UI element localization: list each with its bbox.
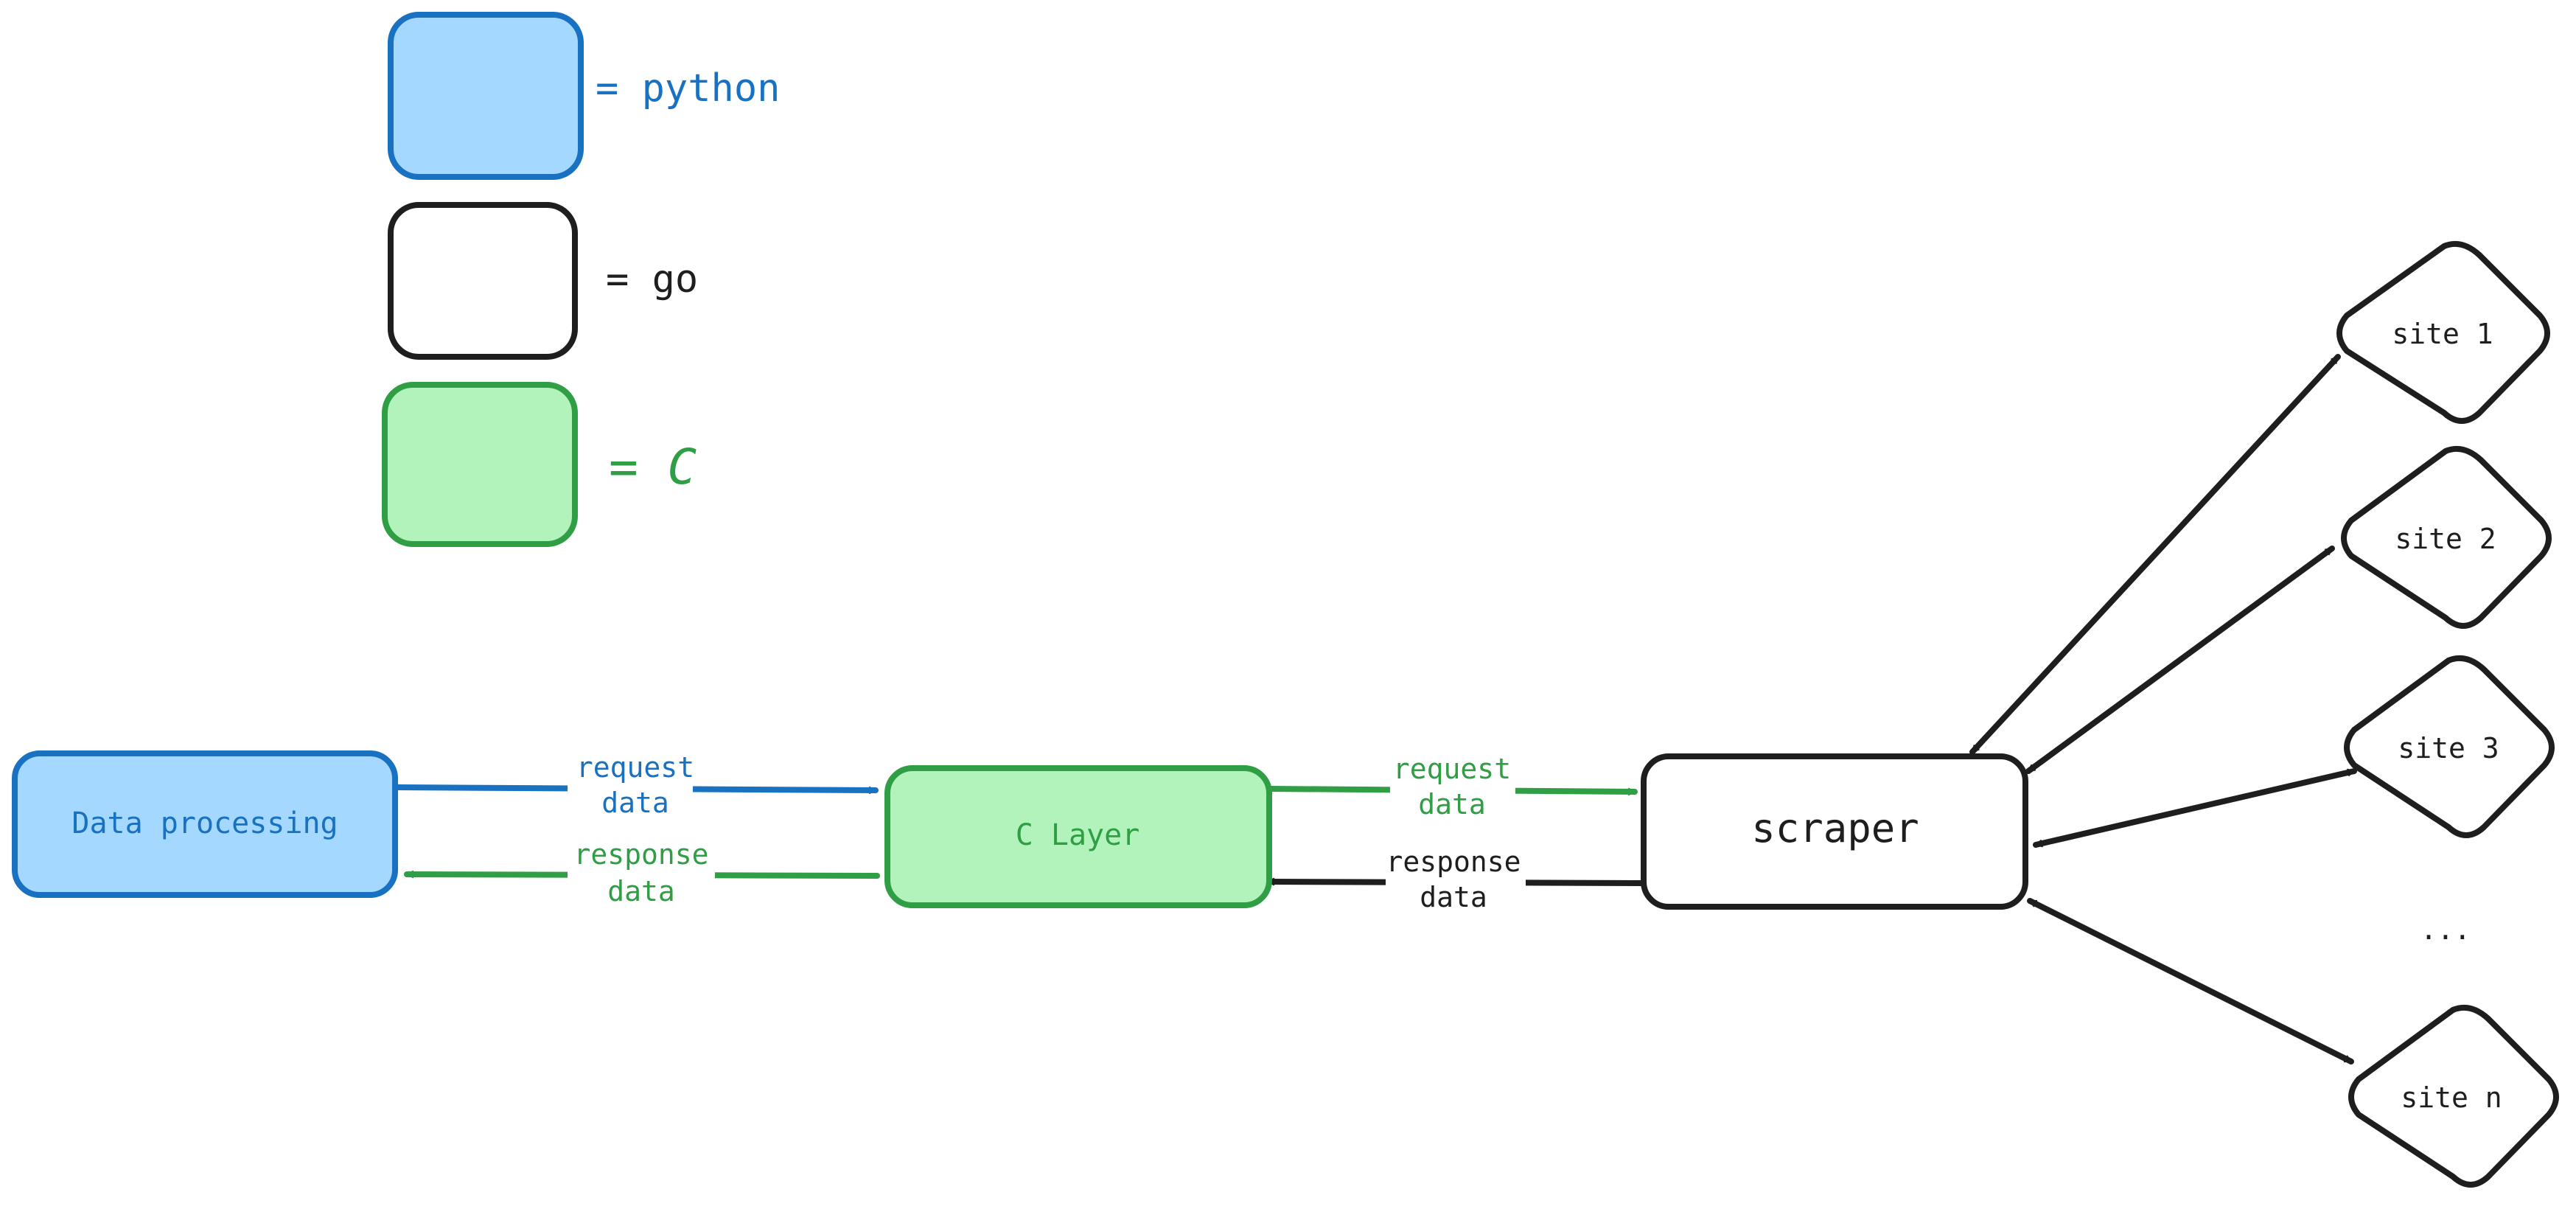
edge-scraper-siten (2027, 898, 2354, 1065)
edge-clayer-to-dp-label-line1: response (573, 838, 708, 871)
edge-scraper-site3 (2033, 768, 2357, 848)
edge-dp-to-clayer: request data (395, 746, 879, 829)
node-site1: site 1 (2336, 241, 2550, 424)
node-scraper-label: scraper (1751, 805, 1919, 851)
node-site2: site 2 (2341, 446, 2552, 629)
node-c-layer: C Layer (884, 765, 1272, 908)
node-data-processing: Data processing (12, 750, 398, 898)
legend-python-swatch (388, 12, 584, 180)
node-data-processing-label: Data processing (71, 806, 338, 840)
edge-scraper-to-clayer-label-line1: response (1386, 846, 1521, 878)
legend-c-swatch (382, 382, 578, 547)
edge-clayer-to-scraper-label-line1: request (1393, 753, 1511, 785)
edge-scraper-site1 (1969, 354, 2341, 755)
legend-python-label: = python (596, 66, 780, 111)
legend-go-label: = go (606, 257, 698, 302)
legend: = python = go = C (382, 12, 780, 547)
node-siten-label: site n (2401, 1081, 2502, 1114)
node-site1-label: site 1 (2392, 318, 2493, 350)
edge-dp-to-clayer-label-line2: data (601, 787, 669, 819)
edge-scraper-site2 (2025, 546, 2335, 774)
edge-clayer-to-dp: response data (404, 833, 880, 916)
node-siten: site n (2348, 1005, 2559, 1188)
more-sites-ellipsis: ... (2420, 913, 2471, 946)
node-site3: site 3 (2344, 655, 2555, 838)
node-scraper: scraper (1641, 753, 2028, 910)
legend-c-label: = C (609, 439, 697, 495)
node-site3-label: site 3 (2398, 732, 2499, 764)
edge-clayer-to-dp-label-line2: data (607, 875, 675, 907)
edge-clayer-to-scraper-label-line2: data (1418, 788, 1486, 820)
node-site2-label: site 2 (2395, 523, 2496, 555)
edge-scraper-to-clayer: response data (1265, 840, 1645, 923)
node-c-layer-label: C Layer (1016, 818, 1140, 852)
edge-dp-to-clayer-label-line1: request (576, 751, 694, 784)
edge-scraper-to-clayer-label-line2: data (1420, 881, 1487, 913)
edge-clayer-to-scraper: request data (1268, 748, 1638, 830)
legend-go-swatch (388, 202, 578, 360)
